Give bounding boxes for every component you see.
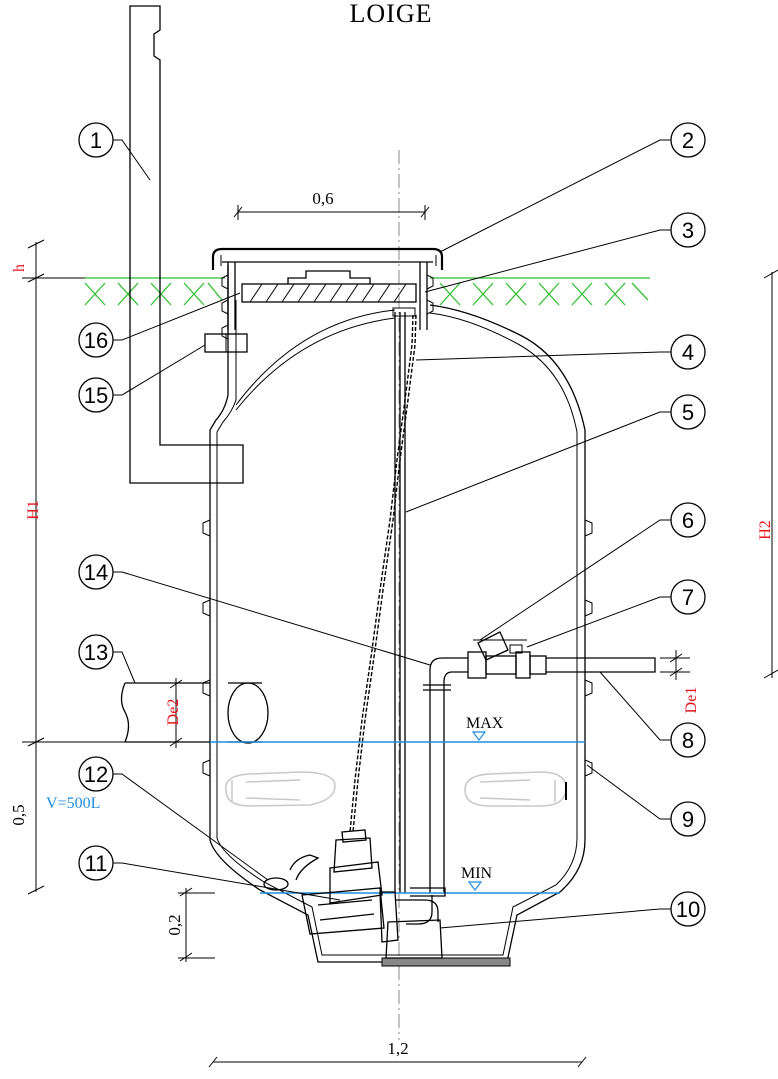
- volume-label: V=500L: [46, 795, 100, 812]
- callout-12: 12: [84, 762, 108, 787]
- dim-De2-label: De2: [165, 699, 182, 726]
- callout-16: 16: [84, 328, 108, 353]
- dim-top-width: 0,6: [233, 189, 430, 220]
- base-plate: [381, 957, 511, 967]
- min-level-marker: [467, 881, 483, 891]
- callout-10: 10: [676, 897, 700, 922]
- callout-8: 8: [682, 728, 694, 753]
- ground-hatch: [84, 277, 650, 306]
- tank-wall: [209, 265, 586, 963]
- dim-bottom-width-label: 1,2: [387, 1039, 408, 1058]
- callout-1: 1: [90, 128, 102, 153]
- tank-wall-inner: [216, 300, 578, 956]
- callout-6: 6: [682, 508, 694, 533]
- callout-2: 2: [682, 128, 694, 153]
- callout-14: 14: [84, 560, 108, 585]
- max-level-marker: [471, 731, 487, 741]
- callout-15: 15: [84, 383, 108, 408]
- drawing-title: LOIGE: [350, 0, 433, 28]
- callout-7: 7: [682, 585, 694, 610]
- dim-De1: De1: [660, 650, 700, 713]
- dim-De1-label: De1: [683, 687, 700, 714]
- callout-4: 4: [682, 340, 694, 365]
- tank-dome: [235, 309, 396, 406]
- dim-De2: De2: [165, 678, 183, 748]
- leader-lines: [113, 139, 671, 929]
- dim-H2-label: H2: [757, 520, 774, 540]
- chain: [349, 314, 417, 833]
- pump: [301, 829, 511, 967]
- dim-pump-height: 0,2: [165, 887, 215, 962]
- vent-pipe: [129, 5, 244, 484]
- discharge-pipe: [406, 631, 656, 925]
- dim-bottom-width: 1,2: [208, 1039, 587, 1068]
- callout-bubbles: 1 2 3 4 5 6 7 8 9 10 11 12 13 14 15 16: [78, 122, 706, 927]
- pipe-12: [289, 854, 320, 881]
- riser: [211, 247, 444, 340]
- inlet-pipe: [120, 682, 269, 744]
- dim-top-width-label: 0,6: [312, 189, 333, 208]
- callout-9: 9: [682, 807, 694, 832]
- min-level-label: MIN: [461, 865, 493, 882]
- ghost-floats: [225, 771, 567, 807]
- dim-left-vertical: h H1 0,5: [9, 239, 210, 895]
- callout-3: 3: [682, 218, 694, 243]
- callout-11: 11: [85, 851, 108, 876]
- wall-ribs: [202, 519, 593, 777]
- callout-13: 13: [84, 640, 108, 665]
- dim-H1-label: H1: [25, 500, 42, 520]
- max-level-label: MAX: [466, 715, 504, 732]
- manhole-cover: [241, 270, 417, 303]
- callout-5: 5: [682, 400, 694, 425]
- dim-bottom-height-label: 0,5: [9, 804, 28, 825]
- dim-h-label: h: [11, 264, 28, 272]
- dim-H2: H2: [757, 269, 778, 679]
- dim-pump-height-label: 0,2: [165, 914, 184, 935]
- guide-rail: [392, 307, 416, 893]
